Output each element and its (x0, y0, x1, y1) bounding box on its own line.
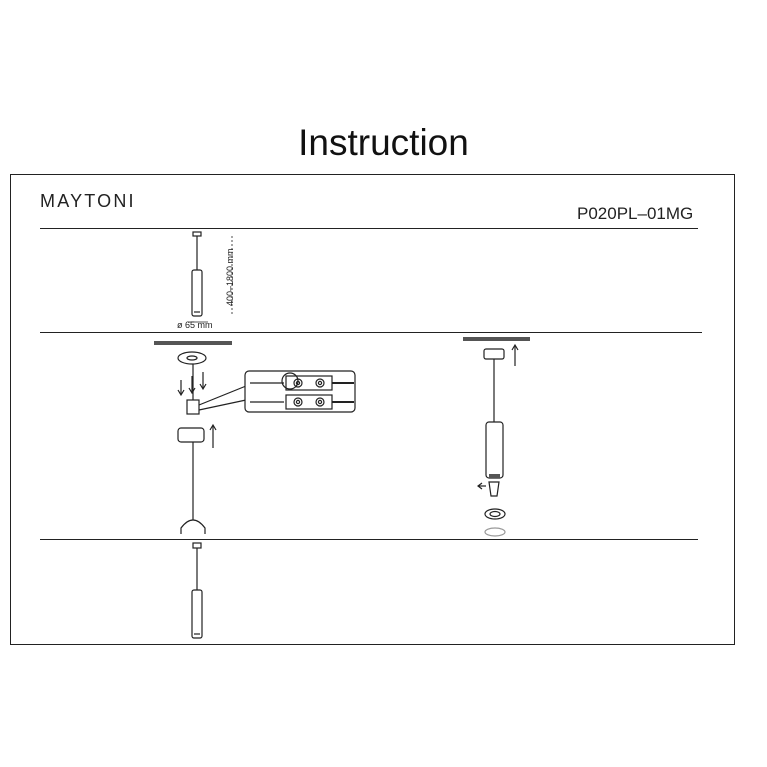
terminal-block-icon (244, 370, 356, 413)
model-number: P020PL–01MG (577, 204, 694, 223)
lamp-overview-icon (188, 231, 233, 323)
diameter-label: ø 65 mm (177, 320, 213, 330)
divider-bottom (40, 539, 698, 540)
page-title: Instruction (298, 122, 469, 163)
divider-middle (40, 332, 702, 333)
lamp-assembly-icon (463, 337, 530, 537)
ceiling-mount-icon (154, 341, 247, 534)
instruction-sheet (10, 174, 735, 645)
lamp-final-icon (191, 542, 203, 639)
divider-top (40, 228, 698, 229)
brand-logo: MAYTONI (40, 191, 136, 211)
